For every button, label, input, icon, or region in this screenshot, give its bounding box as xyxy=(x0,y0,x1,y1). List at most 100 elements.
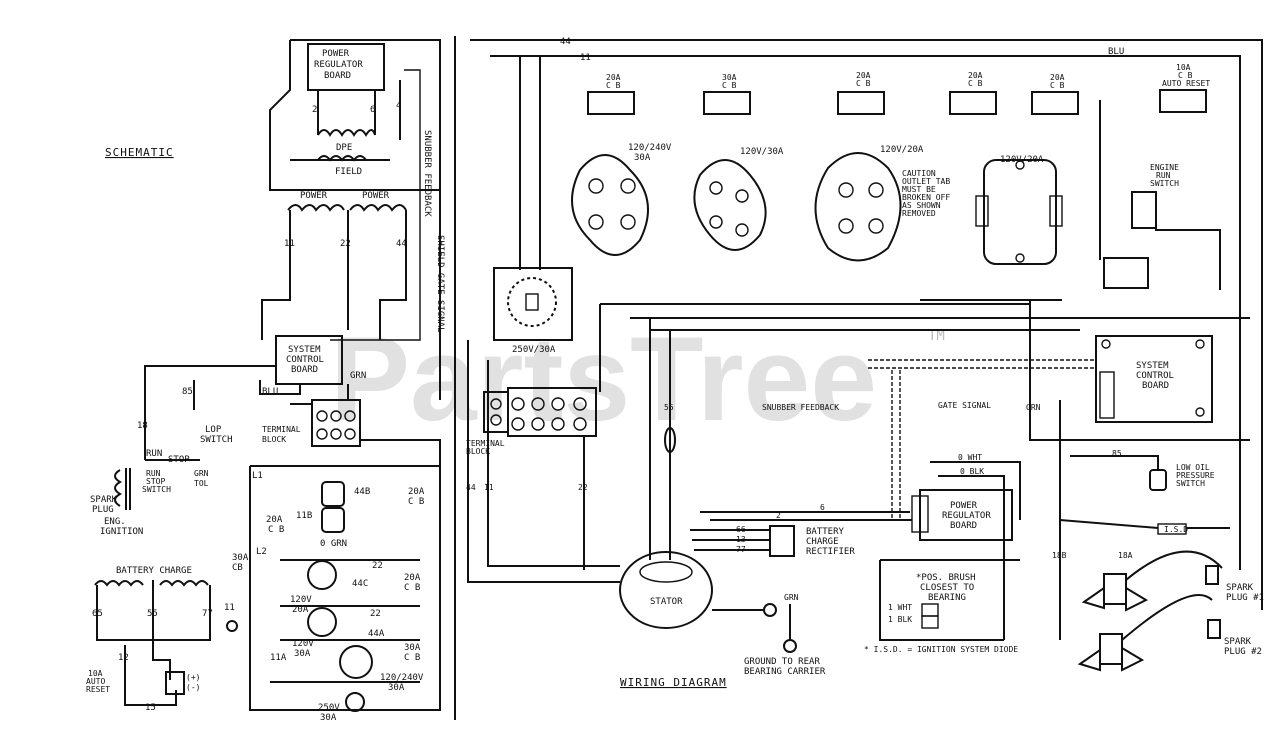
wn-44: 44 xyxy=(396,239,407,249)
terminal-block-wd xyxy=(483,387,597,437)
recept-120-20 xyxy=(307,560,337,590)
battery-winding-1 xyxy=(94,580,144,587)
stop-label: STOP xyxy=(168,455,190,465)
cbt5-b: C B xyxy=(1050,81,1065,90)
sp1-1: SPARK xyxy=(1226,583,1254,593)
cbt6-c: AUTO RESET xyxy=(1162,79,1210,88)
receptacle-120-240 xyxy=(571,154,649,256)
r250-label: 250V/30A xyxy=(512,345,556,355)
battery-charge-label: BATTERY CHARGE xyxy=(116,566,192,576)
ammeter-symbol xyxy=(226,620,238,632)
engine-run-switch xyxy=(1131,191,1157,229)
cb-top-2 xyxy=(703,91,751,115)
recept-250-slot xyxy=(525,293,539,311)
cbt1-b: C B xyxy=(606,81,621,90)
cb20a-r-2: C B xyxy=(408,497,424,507)
receptacle-120-20-b xyxy=(975,159,1063,265)
spark-plug-1 xyxy=(1205,565,1219,585)
power-label-1: POWER xyxy=(300,191,328,201)
cb-top-4 xyxy=(949,91,997,115)
tb-wd-2: BLOCK xyxy=(466,447,490,456)
lop-label-1: LOP xyxy=(205,425,222,435)
watermark-tm: TM xyxy=(928,328,945,344)
ers-3: SWITCH xyxy=(1150,179,1179,188)
wn-11: 11 xyxy=(284,239,295,249)
r120-240-1: 120/240V xyxy=(380,673,424,683)
wn-11-l: 11 xyxy=(224,603,235,613)
cb30a-r-1: 30A xyxy=(404,643,421,653)
recept-250-outer xyxy=(507,277,557,327)
ignition-module-2 xyxy=(1077,633,1145,672)
recept-120-30 xyxy=(307,607,337,637)
gate-signal-wd: GATE SIGNAL xyxy=(938,401,991,410)
spark-plug-sch-1: SPARK xyxy=(90,495,118,505)
l2-label: L2 xyxy=(256,547,267,557)
wire-11-bot xyxy=(487,360,620,567)
ignition-coil xyxy=(114,469,122,507)
caution-5: AS SHOWN xyxy=(902,201,941,210)
wn-4: 4 xyxy=(396,101,401,111)
isd-note: * I.S.D. = IGNITION SYSTEM DIODE xyxy=(864,645,1018,654)
grn-tol-2: TOL xyxy=(194,479,209,488)
r120-30-1: 120V xyxy=(292,639,314,649)
eng-ign-1: ENG. xyxy=(104,517,126,527)
o-blk-wd: 0 BLK xyxy=(960,467,984,476)
watermark: PartsTree xyxy=(330,312,877,446)
field-label: FIELD xyxy=(335,167,362,177)
power-label-2: POWER xyxy=(362,191,390,201)
wn-44c: 44C xyxy=(352,579,368,589)
wiring-diagram-title: WIRING DIAGRAM xyxy=(620,676,727,689)
caution-3: MUST BE xyxy=(902,185,936,194)
dpe-label: DPE xyxy=(336,143,352,153)
power-winding-1 xyxy=(287,204,345,212)
cbt2-a: 30A xyxy=(722,73,737,82)
grn-ground: GRN xyxy=(784,593,799,602)
wn-55: 55 xyxy=(147,609,158,619)
cb30-1: 30A xyxy=(232,553,249,563)
cb20a-l-2: C B xyxy=(268,525,284,535)
brush-1 xyxy=(921,603,939,617)
power-regulator-board-wd xyxy=(919,489,1013,541)
cb-top-row xyxy=(587,89,1207,115)
cbt4-a: 20A xyxy=(968,71,983,80)
scb-sch-3: BOARD xyxy=(291,365,318,375)
wn-85: 85 xyxy=(182,387,193,397)
wn-15: 15 xyxy=(145,703,156,713)
wire-blk-1 xyxy=(879,560,1004,641)
wire-1blk xyxy=(938,475,1005,640)
wn-44a: 44A xyxy=(368,629,385,639)
prb-label-3: BOARD xyxy=(324,71,351,81)
prb-label-2: REGULATOR xyxy=(314,60,363,70)
low-oil-switch xyxy=(1149,469,1167,491)
wire-55-r xyxy=(1155,229,1221,290)
caution-4: BROKEN OFF xyxy=(902,193,950,202)
wn-65: 65 xyxy=(92,609,103,619)
spark-plug-2 xyxy=(1207,619,1221,639)
wd-44-top: 44 xyxy=(560,37,571,47)
wn-12: 12 xyxy=(118,653,129,663)
cb20a-r-1: 20A xyxy=(408,487,425,497)
cb30a-r-2: C B xyxy=(404,653,420,663)
blu-label: BLU xyxy=(262,387,278,397)
pb-1: *POS. BRUSH xyxy=(916,573,976,583)
wn-18: 18 xyxy=(137,421,148,431)
r120-240-2: 30A xyxy=(388,683,405,693)
wn-22-a: 22 xyxy=(372,561,383,571)
wire-18-sch xyxy=(144,365,276,460)
rb-label: 120V/30A xyxy=(740,147,784,157)
cbt3-a: 20A xyxy=(856,71,871,80)
prb-wd-3: BOARD xyxy=(950,521,977,531)
spark-plug-sch-2: PLUG xyxy=(92,505,114,515)
wn-6: 6 xyxy=(370,105,375,115)
r120-30-2: 30A xyxy=(294,649,311,659)
rd-label: 120V/20A xyxy=(1000,155,1044,165)
r250-2: 30A xyxy=(320,713,337,723)
rss-2: STOP xyxy=(146,477,165,486)
wire-85-wd xyxy=(1070,455,1159,470)
snubber-feedback-vertical: SNUBBER FEEDBACK xyxy=(422,130,432,217)
tb-wd-1: TERMINAL xyxy=(466,439,505,448)
wd-6: 6 xyxy=(820,503,825,512)
br-1: BATTERY xyxy=(806,527,845,537)
